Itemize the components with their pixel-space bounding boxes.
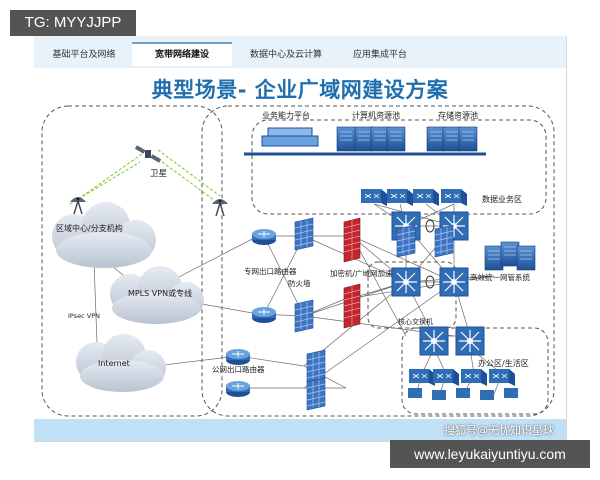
network-diagram: 卫星 区域中心/分支机构 MPLS VPN或专线 IPsec VPN Inter…: [41, 105, 555, 417]
regional-cloud: [52, 202, 156, 268]
hq-dish-icon: [211, 198, 229, 217]
satellite-link: [69, 149, 221, 205]
tab-datacenter[interactable]: 数据中心及云计算: [249, 50, 322, 60]
nms-servers: [484, 241, 536, 271]
office-endpoints: [408, 388, 518, 400]
office-switches: [408, 368, 516, 387]
label-hq-switch: 核心交换机: [398, 317, 433, 326]
satellite-icon: [134, 145, 162, 163]
label-compute-pool: 计算机资源池: [352, 110, 400, 120]
compute-servers: [336, 126, 406, 152]
wan-routers: [251, 228, 277, 324]
label-ha-system: 高效统一网管系统: [470, 272, 530, 282]
label-satellite: 卫星: [150, 169, 167, 179]
top-tag: TG: MYYJJPP: [10, 10, 136, 36]
page-title: 典型场景- 企业广域网建设方案: [151, 78, 449, 102]
label-data-zone: 数据业务区: [482, 194, 522, 204]
label-internet: Internet: [98, 359, 130, 368]
label-mpls: MPLS VPN或专线: [128, 288, 192, 298]
data-core-switches: [391, 211, 469, 241]
headquarters-region: [201, 105, 555, 417]
tab-broadband[interactable]: 宽带网络建设: [132, 42, 232, 66]
tab-app-integration[interactable]: 应用集成平台: [352, 50, 407, 60]
branch-dish-icon: [69, 196, 87, 215]
label-regional-center: 区域中心/分支机构: [56, 223, 123, 233]
tab-basic-platform[interactable]: 基础平台及网络: [52, 50, 116, 60]
branch-region: [41, 105, 223, 417]
label-encryptor: 加密机/广域网加速: [330, 268, 393, 278]
office-core-switches: [419, 326, 485, 356]
biz-platform-servers: [261, 127, 319, 147]
data-switches: [360, 188, 468, 207]
storage-servers: [426, 126, 478, 152]
label-wan-router: 专网出口路由器: [244, 266, 297, 276]
internet-cloud: [76, 334, 166, 392]
slide: 基础平台及网络 宽带网络建设 数据中心及云计算 应用集成平台 典型场景- 企业广…: [34, 36, 567, 442]
label-storage-pool: 存储资源池: [438, 110, 478, 120]
mpls-cloud: [110, 266, 204, 324]
footer-credit: 搜狐号@无忧知识星球: [444, 424, 554, 437]
footer-bar: 搜狐号@无忧知识星球: [34, 419, 566, 441]
hq-core-switches: [391, 267, 469, 297]
bottom-watermark: www.leyukaiyuntiyu.com: [390, 440, 590, 468]
label-firewall: 防火墙: [288, 278, 311, 288]
label-ipsec: IPsec VPN: [68, 312, 100, 320]
tab-bar: 基础平台及网络 宽带网络建设 数据中心及云计算 应用集成平台: [34, 36, 566, 68]
label-office-zone: 办公区/生活区: [478, 358, 529, 368]
label-public-router: 公网出口路由器: [212, 364, 265, 374]
label-biz-platform: 业务能力平台: [262, 110, 310, 120]
